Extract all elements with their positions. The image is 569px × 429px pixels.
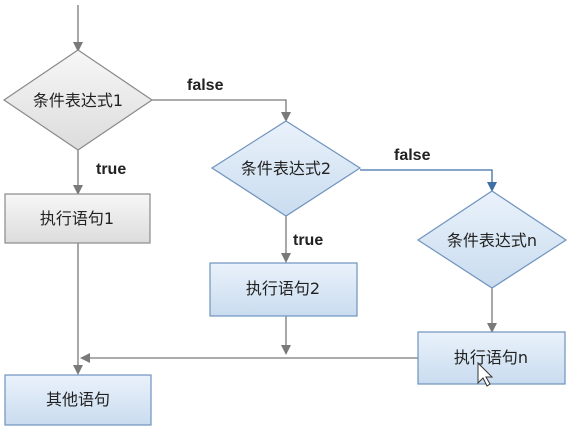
edge-label-true-2: true <box>293 232 323 249</box>
mouse-cursor-icon <box>477 361 494 387</box>
condition-1-diamond: 条件表达式1 <box>2 49 154 151</box>
edge-label-false-1: false <box>187 77 224 94</box>
statement-2-label: 执行语句2 <box>246 279 320 298</box>
condition-n-label: 条件表达式n <box>447 231 537 250</box>
edge-label-true-1: true <box>96 161 126 178</box>
statement-1-label: 执行语句1 <box>40 209 114 228</box>
statement-n-box: 执行语句n <box>417 331 566 385</box>
condition-2-diamond: 条件表达式2 <box>210 120 362 217</box>
edge-cond1-false <box>152 99 291 122</box>
other-statement-box: 其他语句 <box>4 374 152 426</box>
condition-1-label: 条件表达式1 <box>33 91 123 110</box>
statement-1-box: 执行语句1 <box>4 193 151 244</box>
other-statement-label: 其他语句 <box>46 390 110 409</box>
statement-2-box: 执行语句2 <box>209 262 358 317</box>
condition-2-label: 条件表达式2 <box>241 159 331 178</box>
connectors <box>73 5 497 375</box>
edge-cond2-false <box>360 169 497 192</box>
condition-n-diamond: 条件表达式n <box>416 190 568 289</box>
edge-label-false-2: false <box>394 147 431 164</box>
statement-n-label: 执行语句n <box>454 348 528 367</box>
